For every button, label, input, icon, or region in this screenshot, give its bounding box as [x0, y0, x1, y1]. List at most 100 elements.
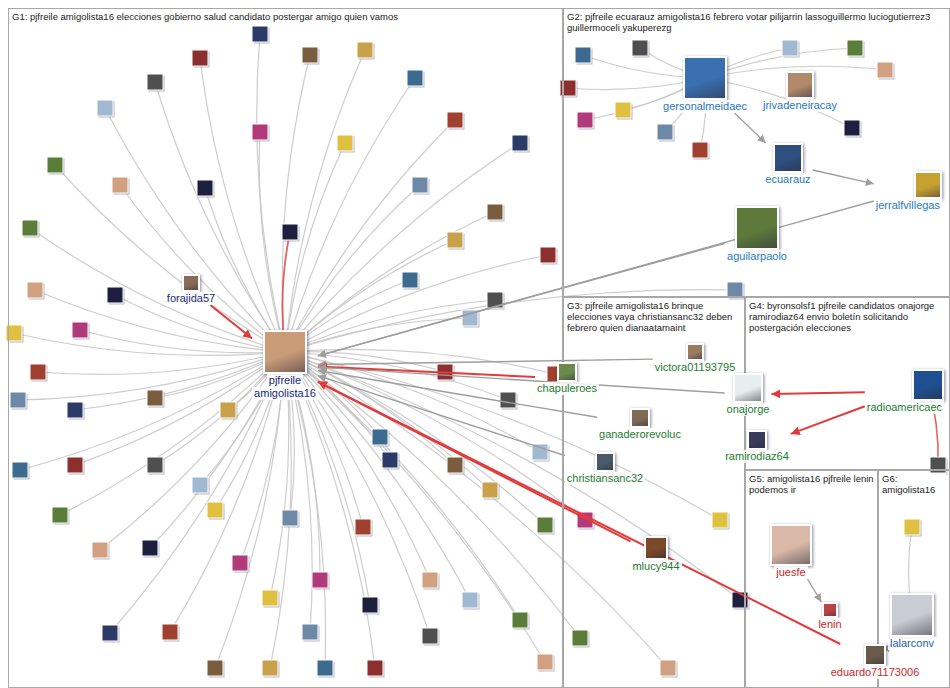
profile-thumbnail — [282, 224, 298, 240]
tie-line — [75, 352, 285, 410]
vertex: ganaderorevoluc — [597, 408, 683, 441]
vertex: pjfreileamigolista16 — [252, 330, 318, 400]
profile-thumbnail — [657, 124, 673, 140]
profile-thumbnail — [660, 660, 676, 676]
profile-picture — [770, 524, 812, 566]
group-title: G2: pjfreile ecuarauz amigolista16 febre… — [567, 11, 946, 33]
profile-thumbnail — [572, 630, 588, 646]
vertex: chapuleroes — [535, 362, 599, 395]
profile-picture — [773, 143, 803, 173]
vertex: lenin — [816, 602, 843, 631]
tie-line — [285, 143, 520, 352]
profile-thumbnail — [92, 542, 108, 558]
profile-thumbnail — [367, 660, 383, 676]
profile-thumbnail — [207, 660, 223, 676]
group-box: G6: amigolista16lalarconv — [878, 470, 950, 688]
profile-thumbnail — [197, 180, 213, 196]
group-box: G4: byronsolsf1 pjfreile candidatos onaj… — [745, 297, 950, 470]
tie-line — [259, 132, 285, 352]
tie-line — [285, 352, 545, 662]
tie-line — [105, 108, 285, 352]
profile-thumbnail — [407, 70, 423, 86]
vertex: jrivadeneiracay — [761, 71, 839, 112]
profile-thumbnail — [844, 120, 860, 136]
profile-thumbnail — [67, 402, 83, 418]
profile-thumbnail — [142, 540, 158, 556]
profile-thumbnail — [147, 390, 163, 406]
profile-thumbnail — [147, 74, 163, 90]
profile-thumbnail — [162, 624, 178, 640]
profile-thumbnail — [30, 364, 46, 380]
profile-thumbnail — [97, 100, 113, 116]
profile-thumbnail — [487, 204, 503, 220]
profile-thumbnail — [12, 462, 28, 478]
tie-line — [257, 34, 285, 352]
vertex-label: amigolista16 — [252, 387, 318, 400]
group-box: G1: pjfreile amigolista16 elecciones gob… — [8, 8, 563, 688]
group-box: G2: pjfreile ecuarauz amigolista16 febre… — [563, 8, 950, 297]
vertex-label: christiansanc32 — [565, 472, 645, 485]
connector — [318, 359, 653, 364]
vertex: aguilarpaolo — [725, 206, 789, 263]
profile-thumbnail — [362, 597, 378, 613]
profile-picture — [747, 430, 767, 450]
profile-thumbnail — [357, 42, 373, 58]
connector — [771, 392, 864, 394]
profile-thumbnail — [537, 517, 553, 533]
tie-line — [30, 228, 285, 352]
vertex: ramirodiaz64 — [723, 430, 791, 463]
connector — [791, 406, 865, 434]
profile-thumbnail — [500, 392, 516, 408]
vertex-label: pjfreile — [267, 374, 303, 387]
vertex-label: onajorge — [725, 403, 772, 416]
vertex: lalarconv — [888, 593, 936, 650]
profile-thumbnail — [537, 654, 553, 670]
connector — [210, 305, 252, 339]
tie-line — [282, 55, 310, 352]
vertex-label: chapuleroes — [535, 382, 599, 395]
profile-thumbnail — [422, 628, 438, 644]
connector — [735, 113, 766, 143]
profile-thumbnail — [355, 519, 371, 535]
profile-thumbnail — [512, 612, 528, 628]
profile-thumbnail — [632, 40, 648, 56]
profile-thumbnail — [22, 220, 38, 236]
profile-thumbnail — [317, 660, 333, 676]
profile-thumbnail — [712, 512, 728, 528]
profile-thumbnail — [112, 177, 128, 193]
vertex-label: victora01193795 — [653, 361, 738, 374]
profile-thumbnail — [67, 457, 83, 473]
tie-line — [285, 352, 740, 600]
group-title: G1: pjfreile amigolista16 elecciones gob… — [12, 11, 559, 22]
profile-thumbnail — [337, 135, 353, 151]
tie-line — [205, 188, 285, 352]
vertex-label: aguilarpaolo — [725, 250, 789, 263]
profile-picture — [912, 369, 944, 401]
vertex: victora01193795 — [653, 343, 738, 374]
profile-thumbnail — [252, 124, 268, 140]
tie-line — [285, 352, 720, 520]
vertex-label: gersonalmeidaec — [661, 100, 749, 113]
profile-thumbnail — [47, 157, 63, 173]
tie-line — [150, 352, 285, 548]
profile-thumbnail — [904, 519, 920, 535]
profile-thumbnail — [102, 625, 118, 641]
profile-thumbnail — [512, 135, 528, 151]
tie-line — [285, 78, 415, 352]
profile-picture — [644, 536, 668, 560]
profile-thumbnail — [27, 282, 43, 298]
profile-thumbnail — [575, 47, 591, 63]
connector — [813, 170, 874, 184]
vertex-label: jrivadeneiracay — [761, 99, 839, 112]
profile-thumbnail — [312, 572, 328, 588]
profile-picture — [786, 71, 814, 99]
tie-line — [285, 240, 455, 352]
profile-picture — [557, 362, 577, 382]
profile-thumbnail — [52, 507, 68, 523]
connector — [318, 382, 840, 644]
vertex: mlucy944 — [630, 536, 681, 573]
profile-thumbnail — [107, 287, 123, 303]
vertex: gersonalmeidaec — [661, 56, 749, 113]
profile-thumbnail — [447, 112, 463, 128]
profile-picture — [263, 330, 307, 374]
